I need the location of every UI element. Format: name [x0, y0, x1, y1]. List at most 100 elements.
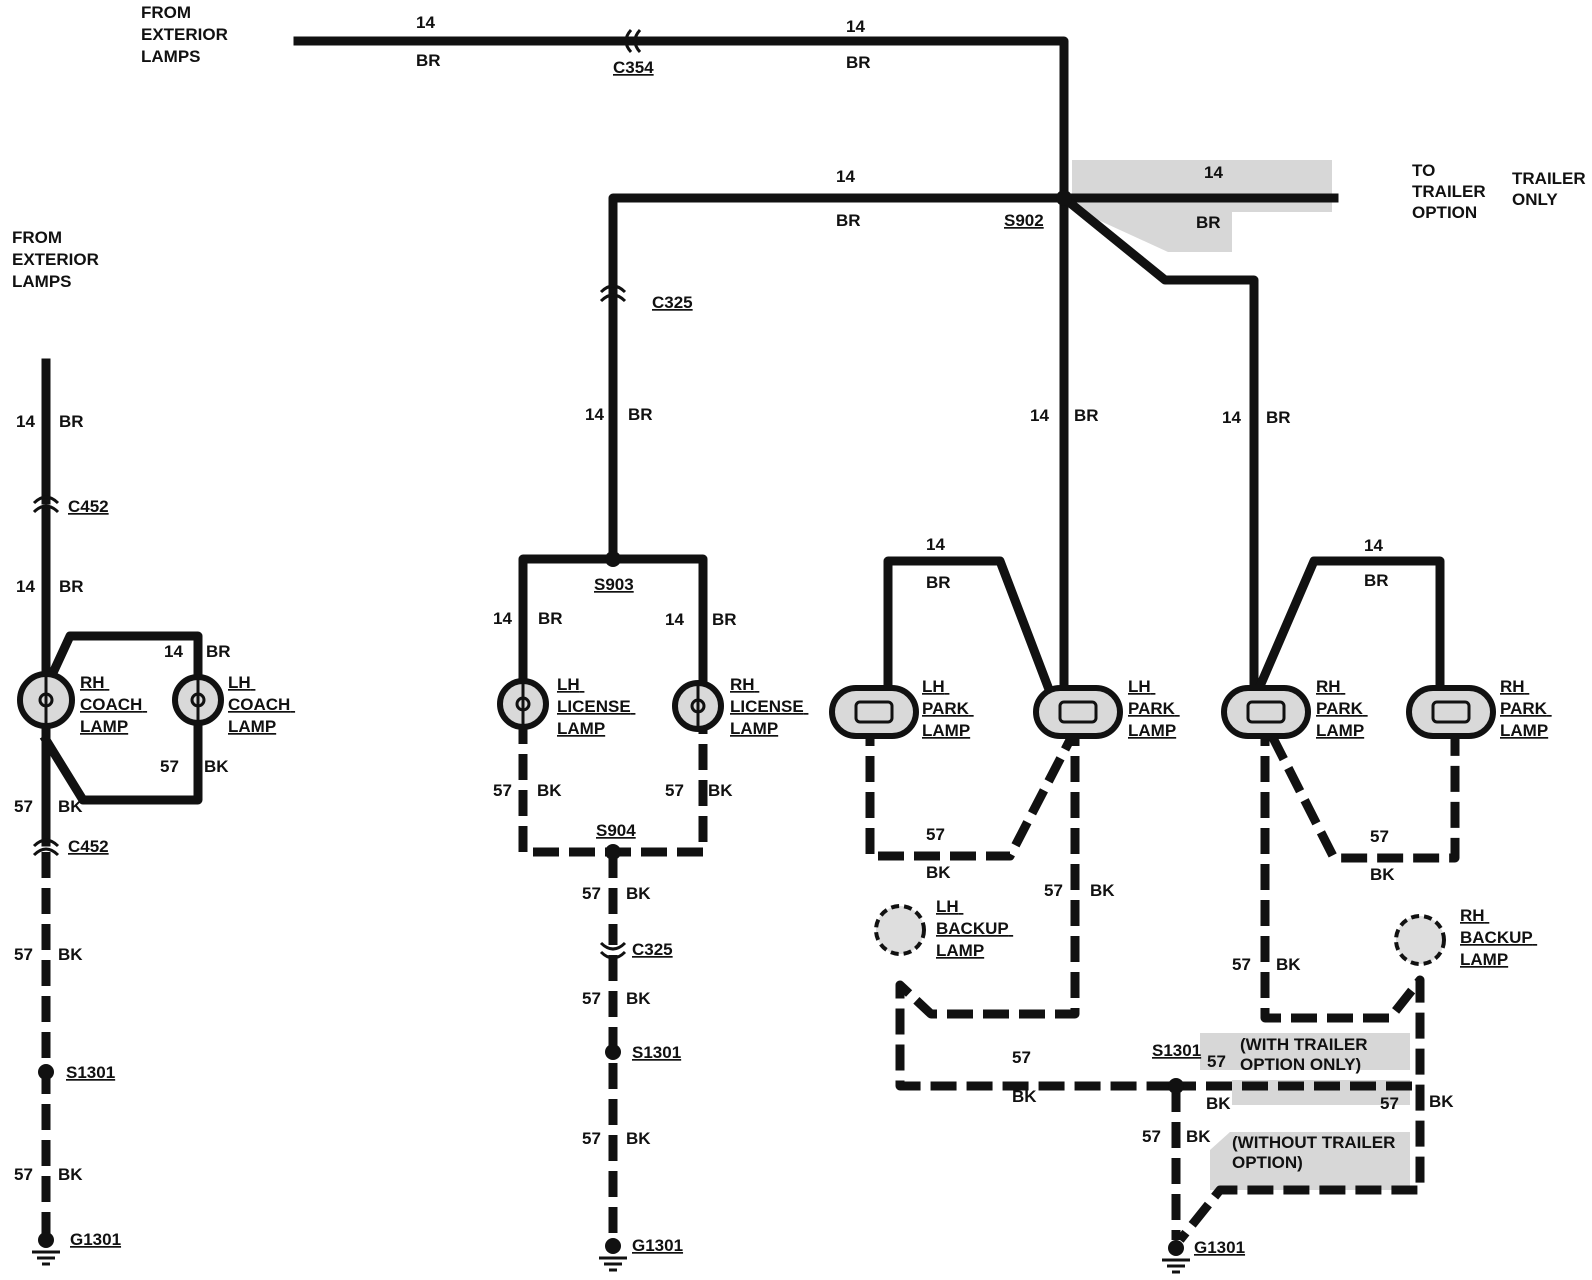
wire-lh-park-branch — [883, 556, 1059, 706]
lh-license-lamp-label: LH LICENSE LAMP — [557, 675, 635, 738]
wire-label-color: BK — [1370, 865, 1395, 884]
connector-c325-top-symbol — [599, 284, 627, 303]
lh-backup-lamp-label: LH BACKUP LAMP — [936, 897, 1013, 960]
wire-label-gauge: 14 — [665, 610, 684, 629]
wire-label-gauge: 57 — [14, 945, 33, 964]
splice-s903-label: S903 — [594, 575, 634, 594]
rh-park-lamp-left-icon — [1221, 685, 1311, 739]
connector-c452-label: C452 — [68, 837, 109, 856]
wire-rh-park-to-backup — [1176, 720, 1425, 1243]
br-wires — [39, 36, 1445, 847]
wire-label-color: BK — [626, 1129, 651, 1148]
connector-c452-label: C452 — [68, 497, 109, 516]
wire-rh-park-branch — [1248, 556, 1445, 706]
lh-park-lamp-label: LH PARK LAMP — [1128, 677, 1180, 740]
wire-lh-park-to-backup — [895, 720, 1170, 1091]
from-exterior-lamps-top: FROM EXTERIOR LAMPS — [141, 3, 233, 66]
rh-coach-lamp-icon — [17, 671, 75, 729]
wire-label-gauge: 57 — [160, 757, 179, 776]
wire-label-color: BK — [626, 989, 651, 1008]
connector-c354-label: C354 — [613, 58, 654, 77]
lh-park-lamp-left-icon — [829, 685, 919, 739]
wire-label-color: BR — [836, 211, 861, 230]
wire-top-main — [293, 36, 1069, 203]
to-trailer-option-label: TO TRAILER OPTION — [1412, 161, 1490, 222]
wire-label-color: BK — [1186, 1127, 1211, 1146]
ground-g1301-label: G1301 — [1194, 1238, 1245, 1257]
splice-s903-dot — [605, 551, 621, 567]
wire-rh-park-ground — [1267, 720, 1460, 863]
wire-label-gauge: 57 — [14, 1165, 33, 1184]
wire-label-gauge: 14 — [16, 577, 35, 596]
wire-label-color: BR — [206, 642, 231, 661]
splice-s902-dot — [1056, 190, 1072, 206]
wire-label-gauge: 14 — [416, 13, 435, 32]
wire-label-gauge: 57 — [1232, 955, 1251, 974]
wire-label-color: BK — [1276, 955, 1301, 974]
wire-label-gauge: 14 — [926, 535, 945, 554]
wire-label-gauge: 14 — [1204, 163, 1223, 182]
wire-label-gauge: 57 — [1142, 1127, 1161, 1146]
connector-c354-symbol — [624, 28, 642, 54]
wire-label-gauge: 57 — [14, 797, 33, 816]
wire-label-color: BR — [712, 610, 737, 629]
wire-label-gauge: 14 — [16, 412, 35, 431]
wire-label-color: BK — [926, 863, 951, 882]
lh-coach-lamp-icon — [172, 674, 224, 726]
wire-label-color: BK — [1090, 881, 1115, 900]
wire-label-color: BR — [846, 53, 871, 72]
wire-label-gauge: 14 — [164, 642, 183, 661]
wire-label-gauge: 57 — [493, 781, 512, 800]
wire-coach-branch-bottom — [39, 705, 203, 805]
wire-label-gauge: 57 — [582, 989, 601, 1008]
wire-label-gauge: 14 — [1222, 408, 1241, 427]
ground-g1301-left-icon — [32, 1232, 60, 1266]
ground-g1301-label: G1301 — [632, 1236, 683, 1255]
splice-s1301-dot-right — [1168, 1078, 1184, 1094]
wire-label-gauge: 14 — [1030, 406, 1049, 425]
rh-license-lamp-icon — [672, 680, 724, 732]
wire-label-color: BK — [1012, 1087, 1037, 1106]
wire-label-color: BR — [59, 412, 84, 431]
wire-label-gauge: 14 — [1364, 536, 1383, 555]
wire-label-color: BK — [626, 884, 651, 903]
wire-label-color: BK — [58, 1165, 83, 1184]
wire-label-gauge: 14 — [846, 17, 865, 36]
lh-license-lamp-icon — [497, 678, 549, 730]
wire-label-color: BR — [1266, 408, 1291, 427]
splice-s1301-label: S1301 — [632, 1043, 681, 1062]
lh-park-lamp-label: LH PARK LAMP — [922, 677, 974, 740]
splice-s904-label: S904 — [596, 821, 636, 840]
splice-s1301-label: S1301 — [1152, 1041, 1201, 1060]
wire-label-color: BR — [416, 51, 441, 70]
wire-label-color: BK — [1206, 1094, 1231, 1113]
wire-label-color: BR — [1364, 571, 1389, 590]
wire-lh-park-ground — [865, 720, 1076, 861]
wire-label-color: BK — [204, 757, 229, 776]
rh-park-lamp-label: RH PARK LAMP — [1316, 677, 1368, 740]
connector-c325-label: C325 — [652, 293, 693, 312]
lh-backup-lamp-icon — [874, 904, 926, 956]
wire-label-color: BK — [537, 781, 562, 800]
splice-s904-dot — [605, 844, 621, 860]
connector-c452-top-symbol — [32, 495, 60, 514]
wire-label-color: BR — [538, 609, 563, 628]
rh-coach-lamp-label: RH COACH LAMP — [80, 673, 147, 736]
wire-label-color: BR — [59, 577, 84, 596]
wire-label-color: BK — [708, 781, 733, 800]
wire-label-gauge: 57 — [582, 884, 601, 903]
wire-label-gauge: 57 — [1012, 1048, 1031, 1067]
rh-license-lamp-label: RH LICENSE LAMP — [730, 675, 808, 738]
wire-label-color: BR — [1196, 213, 1221, 232]
connector-c325-label: C325 — [632, 940, 673, 959]
ground-g1301-mid-icon — [599, 1238, 627, 1272]
connector-c452-bottom-symbol — [32, 838, 60, 857]
wire-label-color: BK — [58, 797, 83, 816]
wire-label-gauge: 57 — [926, 825, 945, 844]
without-trailer-option-label: (WITHOUT TRAILER OPTION) — [1232, 1133, 1400, 1172]
wire-label-gauge: 14 — [836, 167, 855, 186]
rh-backup-lamp-icon — [1394, 914, 1446, 966]
with-trailer-option-label: (WITH TRAILER OPTION ONLY) — [1240, 1035, 1372, 1074]
rh-park-lamp-label: RH PARK LAMP — [1500, 677, 1552, 740]
from-exterior-lamps-left: FROM EXTERIOR LAMPS — [12, 228, 104, 291]
